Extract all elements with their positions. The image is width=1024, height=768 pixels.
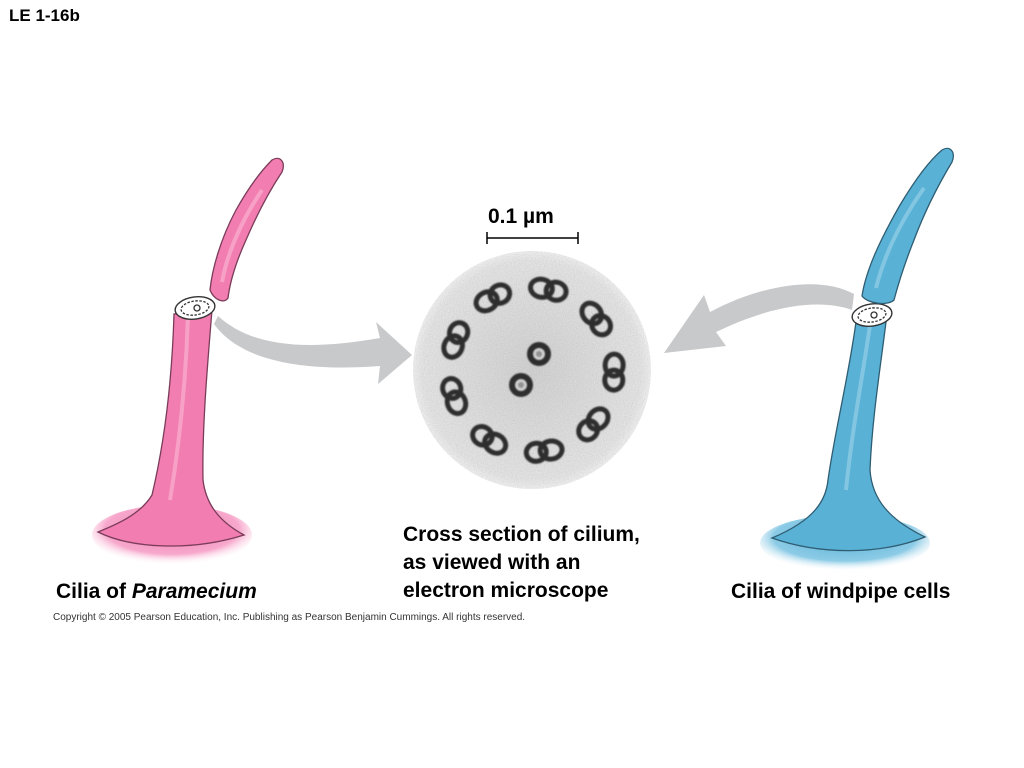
microtubule-doublet bbox=[440, 376, 469, 417]
caption-windpipe: Cilia of windpipe cells bbox=[731, 580, 951, 603]
right-arrow bbox=[664, 284, 854, 353]
caption-paramecium-italic: Paramecium bbox=[131, 580, 257, 603]
cilium-cross-section-micrograph bbox=[413, 251, 651, 489]
windpipe-cilium bbox=[760, 147, 954, 571]
copyright-notice: Copyright © 2005 Pearson Education, Inc.… bbox=[53, 612, 526, 623]
scale-bar-label: 0.1 µm bbox=[488, 205, 554, 228]
caption-cross-section-line1: Cross section of cilium, bbox=[403, 523, 640, 546]
microtubule-doublet bbox=[441, 320, 471, 360]
paramecium-cilium bbox=[92, 157, 284, 565]
microtubule-doublet bbox=[473, 282, 513, 314]
caption-cross-section-line3: electron microscope bbox=[403, 579, 609, 602]
microtubule-doublet bbox=[602, 351, 626, 393]
microtubule-doublet bbox=[579, 300, 614, 338]
caption-paramecium-prefix: Cilia of bbox=[56, 580, 132, 603]
microtubule-doublet bbox=[470, 423, 509, 456]
microtubule-doublet bbox=[528, 276, 569, 303]
left-arrow bbox=[214, 316, 412, 384]
microtubule-doublet bbox=[523, 438, 565, 464]
slide-label: LE 1-16b bbox=[9, 6, 80, 25]
caption-paramecium: Cilia of Paramecium bbox=[56, 578, 257, 606]
caption-cross-section-line2: as viewed with an bbox=[403, 551, 581, 574]
scale-bar bbox=[486, 232, 579, 244]
microtubule-doublet bbox=[576, 406, 611, 443]
caption-cross-section: Cross section of cilium, as viewed with … bbox=[403, 521, 640, 605]
